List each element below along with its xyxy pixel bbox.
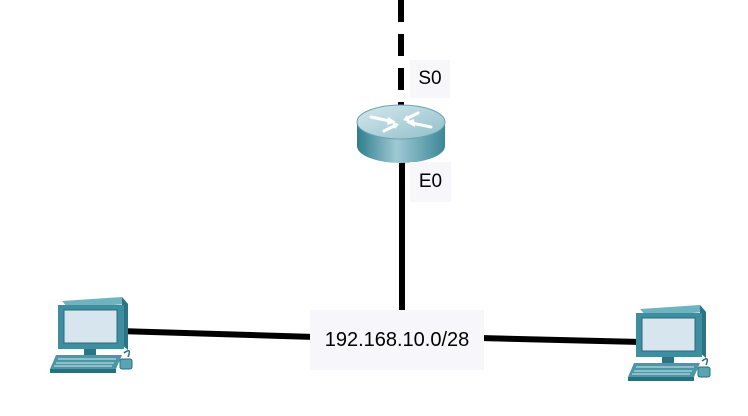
serial-interface-label: S0 — [410, 60, 450, 98]
right-host-pc[interactable] — [628, 305, 711, 381]
desktop-pc-icon — [50, 297, 133, 373]
desktop-pc-icon — [628, 305, 711, 381]
router-icon[interactable] — [356, 104, 446, 163]
lan-network-label: 192.168.10.0/28 — [310, 310, 484, 370]
left-host-pc[interactable] — [50, 297, 133, 373]
left-host-link[interactable] — [119, 328, 316, 340]
ethernet-interface-label: E0 — [410, 162, 451, 202]
right-host-link[interactable] — [479, 335, 641, 345]
